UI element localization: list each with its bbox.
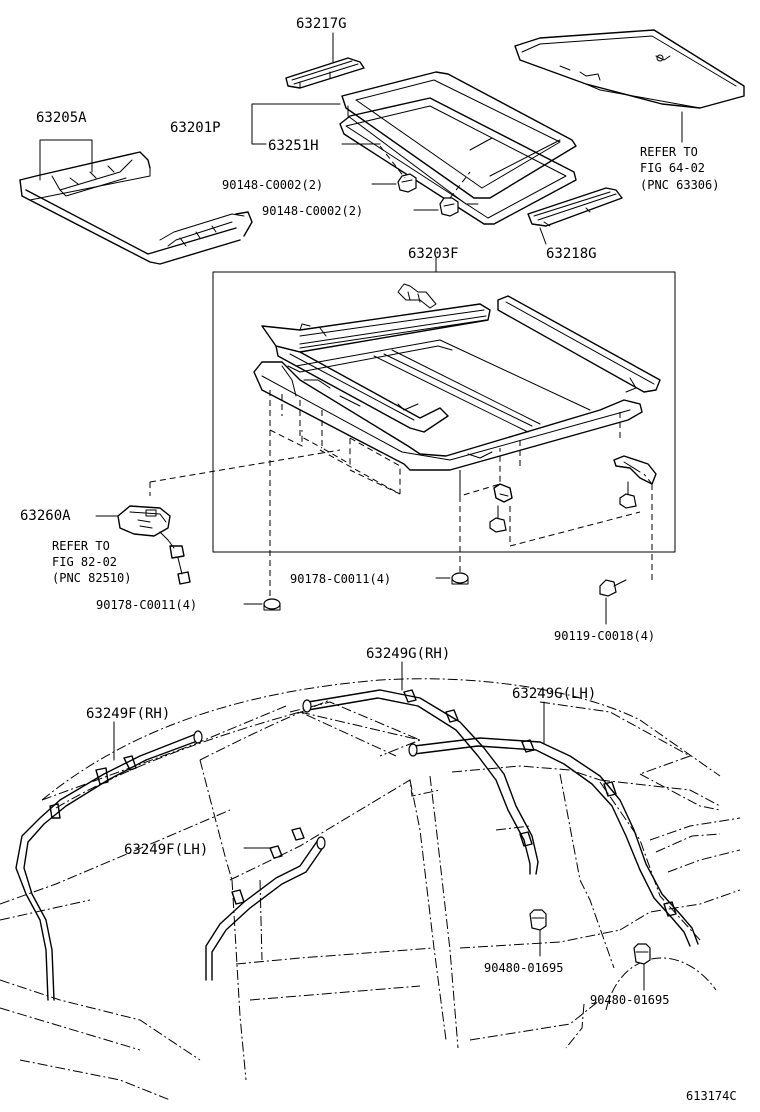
assembly-dashed-leaders: [149, 390, 653, 596]
leader-63218G: [539, 227, 547, 245]
drain-hose-63249F-LH: [205, 827, 326, 981]
label-63260A: 63260A: [20, 508, 71, 524]
car-body-outline: [0, 678, 741, 1101]
label-90178b: 90178-C0011(4): [290, 572, 391, 586]
bracket-front-right: [613, 455, 657, 485]
label-63203F: 63203F: [408, 246, 459, 262]
label-refer-glass-1: REFER TO: [640, 145, 698, 159]
deflector-strip-63218G: [527, 187, 623, 227]
label-90178a: 90178-C0011(4): [96, 598, 197, 612]
label-90480a: 90480-01695: [484, 961, 563, 975]
leader-63205A: [39, 139, 93, 181]
grommet-90178a: [263, 598, 281, 611]
figure-code: 613174C: [686, 1089, 737, 1103]
drain-hose-63249G-LH: [408, 737, 699, 947]
bolt-right: [619, 481, 637, 509]
grommet-90480a: [529, 909, 547, 931]
leader-63201P: [251, 103, 341, 145]
label-63218G: 63218G: [546, 246, 597, 262]
bracket-small: [493, 483, 513, 503]
sunroof-housing-63203F: [253, 283, 661, 471]
label-refer-glass-3: (PNC 63306): [640, 178, 719, 192]
label-63217G: 63217G: [296, 16, 347, 32]
label-refer-motor-2: FIG 82-02: [52, 555, 117, 569]
leader-90148b: [449, 171, 471, 199]
bolt-center: [489, 505, 507, 533]
label-90148a: 90148-C0002(2): [222, 178, 323, 192]
drain-hose-63249G-RH: [302, 689, 539, 875]
sunroof-panel-63201P: [341, 71, 577, 205]
housing-assembly-box: [212, 271, 676, 553]
label-90480b: 90480-01695: [590, 993, 669, 1007]
sunroof-glass-panel: [514, 29, 745, 109]
label-63205A: 63205A: [36, 110, 87, 126]
grommet-90480b: [633, 943, 651, 965]
leader-90148a: [379, 145, 406, 179]
label-63249F-LH: 63249F(LH): [124, 842, 208, 858]
bolt-90119: [599, 579, 627, 597]
label-63249G-RH: 63249G(RH): [366, 646, 450, 662]
label-90148b: 90148-C0002(2): [262, 204, 363, 218]
fastener-90148b: [439, 197, 459, 217]
label-refer-glass-2: FIG 64-02: [640, 161, 705, 175]
label-refer-motor-3: (PNC 82510): [52, 571, 131, 585]
label-63249G-LH: 63249G(LH): [512, 686, 596, 702]
label-63249F-RH: 63249F(RH): [86, 706, 170, 722]
rail-frame-63205A: [19, 151, 253, 265]
drain-hose-63249F-RH: [15, 730, 203, 1001]
label-refer-motor-1: REFER TO: [52, 539, 110, 553]
fastener-90148a: [397, 173, 417, 193]
label-63251H: 63251H: [268, 138, 319, 154]
weatherstrip-63251H: [339, 97, 577, 225]
label-90119: 90119-C0018(4): [554, 629, 655, 643]
sunroof-motor-63260A: [117, 505, 191, 585]
label-63201P: 63201P: [170, 120, 221, 136]
deflector-strip-63217G: [285, 57, 365, 89]
grommet-90178b: [451, 572, 469, 585]
